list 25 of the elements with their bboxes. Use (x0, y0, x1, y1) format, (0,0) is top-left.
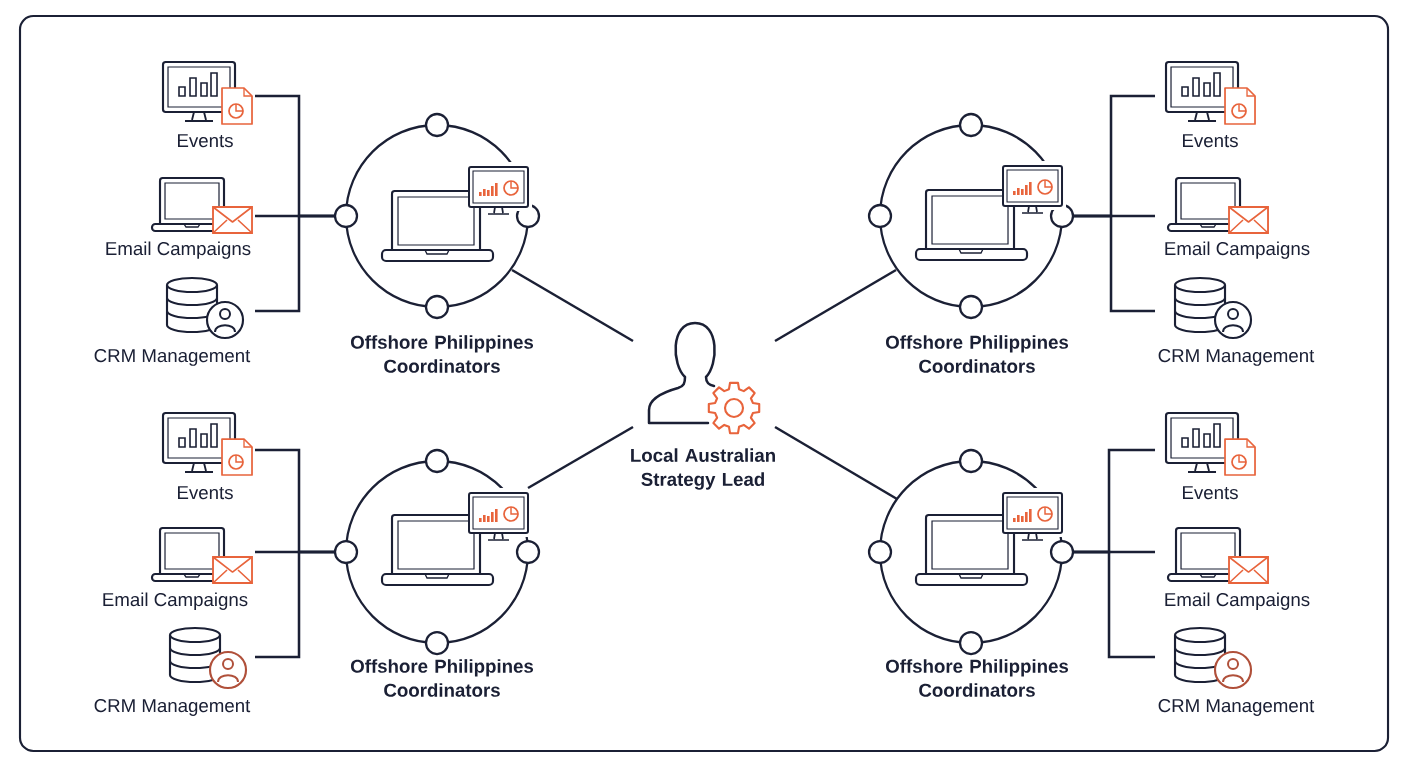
connector-line (1073, 550, 1155, 659)
node-label: CRM Management (94, 698, 251, 716)
node-label: CRM Management (1158, 348, 1315, 366)
node-label: Email Campaigns (106, 241, 251, 259)
node-label: Events (178, 134, 233, 148)
node-label: Email Campaigns (103, 592, 248, 610)
node-label: Events (1183, 486, 1238, 500)
connector-line (774, 268, 897, 343)
node-label: Offshore Philippines Coordinators (351, 659, 534, 697)
node-label: Local Australian Strategy Lead (631, 448, 775, 490)
connector-line (255, 550, 335, 659)
node-label: Offshore Philippines Coordinators (886, 335, 1069, 373)
connector-line (1073, 214, 1155, 313)
node-label: CRM Management (94, 348, 251, 366)
node-label: CRM Management (1158, 698, 1315, 716)
connector-line (774, 425, 898, 501)
connector-line (527, 425, 634, 490)
node-label: Email Campaigns (1165, 592, 1310, 610)
connector-line (255, 214, 335, 313)
node-label: Email Campaigns (1165, 241, 1310, 259)
node-label: Offshore Philippines Coordinators (351, 335, 534, 373)
node-label: Events (1183, 134, 1238, 148)
connector-line (511, 268, 634, 343)
node-label: Offshore Philippines Coordinators (886, 659, 1069, 697)
node-label: Events (178, 486, 233, 500)
